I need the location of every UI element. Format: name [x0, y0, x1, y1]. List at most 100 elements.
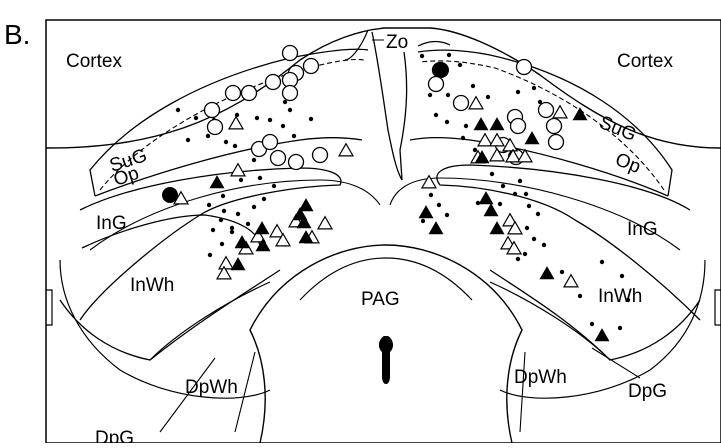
cell-dot: [220, 242, 224, 246]
open-circle-marker: [208, 120, 223, 135]
cell-dot: [219, 218, 223, 222]
cell-dot: [230, 230, 234, 234]
cell-dot: [518, 179, 522, 183]
cortex-left-label: Cortex: [66, 51, 122, 72]
filled-triangle-marker: [479, 191, 494, 204]
filled-triangle-marker: [429, 221, 444, 234]
cell-dot: [222, 209, 226, 213]
open-circle-marker: [313, 148, 328, 163]
cell-dot: [194, 116, 198, 120]
op-right-label: Op: [612, 149, 643, 178]
cell-dot: [281, 124, 285, 128]
filled-triangle-marker: [484, 203, 499, 216]
cell-dot: [560, 270, 564, 274]
cell-dot: [527, 204, 531, 208]
cell-dot: [176, 108, 180, 112]
cell-dot: [268, 118, 272, 122]
filled-triangle-marker: [573, 107, 588, 120]
filled-triangle-marker: [474, 117, 489, 130]
open-triangle-marker: [553, 106, 567, 118]
cell-dot: [471, 84, 475, 88]
open-circle-marker: [517, 60, 532, 75]
cell-dot: [618, 326, 622, 330]
cell-dot: [445, 120, 449, 124]
cell-dot: [292, 134, 296, 138]
cell-dot: [590, 322, 594, 326]
filled-triangle-marker: [490, 117, 505, 130]
cell-dot: [233, 144, 237, 148]
cell-dot: [513, 192, 517, 196]
midline-fissure: [372, 32, 407, 180]
cell-dot: [224, 140, 228, 144]
open-triangle-marker: [231, 164, 245, 176]
cell-dot: [498, 202, 502, 206]
open-circle-marker: [511, 119, 526, 134]
cell-dot: [252, 205, 256, 209]
open-circle-marker: [205, 103, 220, 118]
ing-right-label: InG: [627, 219, 658, 240]
pag-label: PAG: [361, 289, 400, 310]
open-triangle-marker: [318, 217, 332, 229]
inwh-right-label: InWh: [598, 286, 642, 307]
open-circle-marker: [263, 135, 278, 150]
cell-dot: [429, 193, 433, 197]
open-triangle-marker: [219, 257, 233, 269]
open-circle-marker: [226, 86, 241, 101]
cell-dot: [258, 176, 262, 180]
sug-right-label: SuG: [596, 112, 639, 146]
filled-triangle-marker: [235, 235, 250, 248]
filled-triangle-marker: [419, 205, 434, 218]
dpg-left-label: DpG: [95, 428, 134, 443]
cell-dot: [536, 212, 540, 216]
cell-dot: [272, 184, 276, 188]
open-circle-marker: [283, 46, 298, 61]
cell-dot: [516, 90, 520, 94]
cell-dot: [437, 203, 441, 207]
cell-dot: [446, 93, 450, 97]
cell-dot: [434, 113, 438, 117]
open-triangle-marker: [478, 134, 492, 146]
cell-dot: [464, 124, 468, 128]
cell-dot: [524, 192, 528, 196]
zo-label: Zo: [386, 32, 408, 53]
dpwh-left-label: DpWh: [185, 377, 238, 398]
cell-dot: [420, 54, 424, 58]
cell-dot: [445, 213, 449, 217]
inwh-left-label: InWh: [130, 275, 174, 296]
open-circle-marker: [304, 59, 319, 74]
cell-dot: [208, 253, 212, 257]
filled-triangle-marker: [490, 221, 505, 234]
cell-dot: [447, 53, 451, 57]
panel-label: B.: [4, 19, 30, 50]
cell-dot: [221, 194, 225, 198]
filled-triangle-marker: [231, 257, 246, 270]
cell-dot: [486, 95, 490, 99]
open-circle-marker: [429, 77, 444, 92]
filled-triangle-marker: [210, 175, 225, 188]
cell-dot: [461, 136, 465, 140]
cell-dot: [501, 184, 505, 188]
cell-dot: [207, 203, 211, 207]
open-triangle-marker: [339, 144, 353, 156]
open-circle-marker: [539, 103, 554, 118]
cell-dot: [186, 138, 190, 142]
open-circle-marker: [454, 96, 469, 111]
cell-dot: [473, 148, 477, 152]
cell-dot: [542, 243, 546, 247]
cell-dot: [309, 117, 313, 121]
aqueduct: [379, 336, 393, 384]
cell-dot: [458, 63, 462, 67]
open-circle-marker: [266, 75, 281, 90]
open-circle-marker: [547, 119, 562, 134]
cell-dot: [262, 197, 266, 201]
cell-dot: [211, 228, 215, 232]
cell-dot: [428, 93, 432, 97]
open-triangle-marker: [564, 275, 578, 287]
dpg-right-label: DpG: [628, 381, 667, 402]
ing-left-label: InG: [96, 213, 127, 234]
cell-dot: [523, 252, 527, 256]
cell-dot: [421, 219, 425, 223]
open-circle-marker: [271, 151, 286, 166]
